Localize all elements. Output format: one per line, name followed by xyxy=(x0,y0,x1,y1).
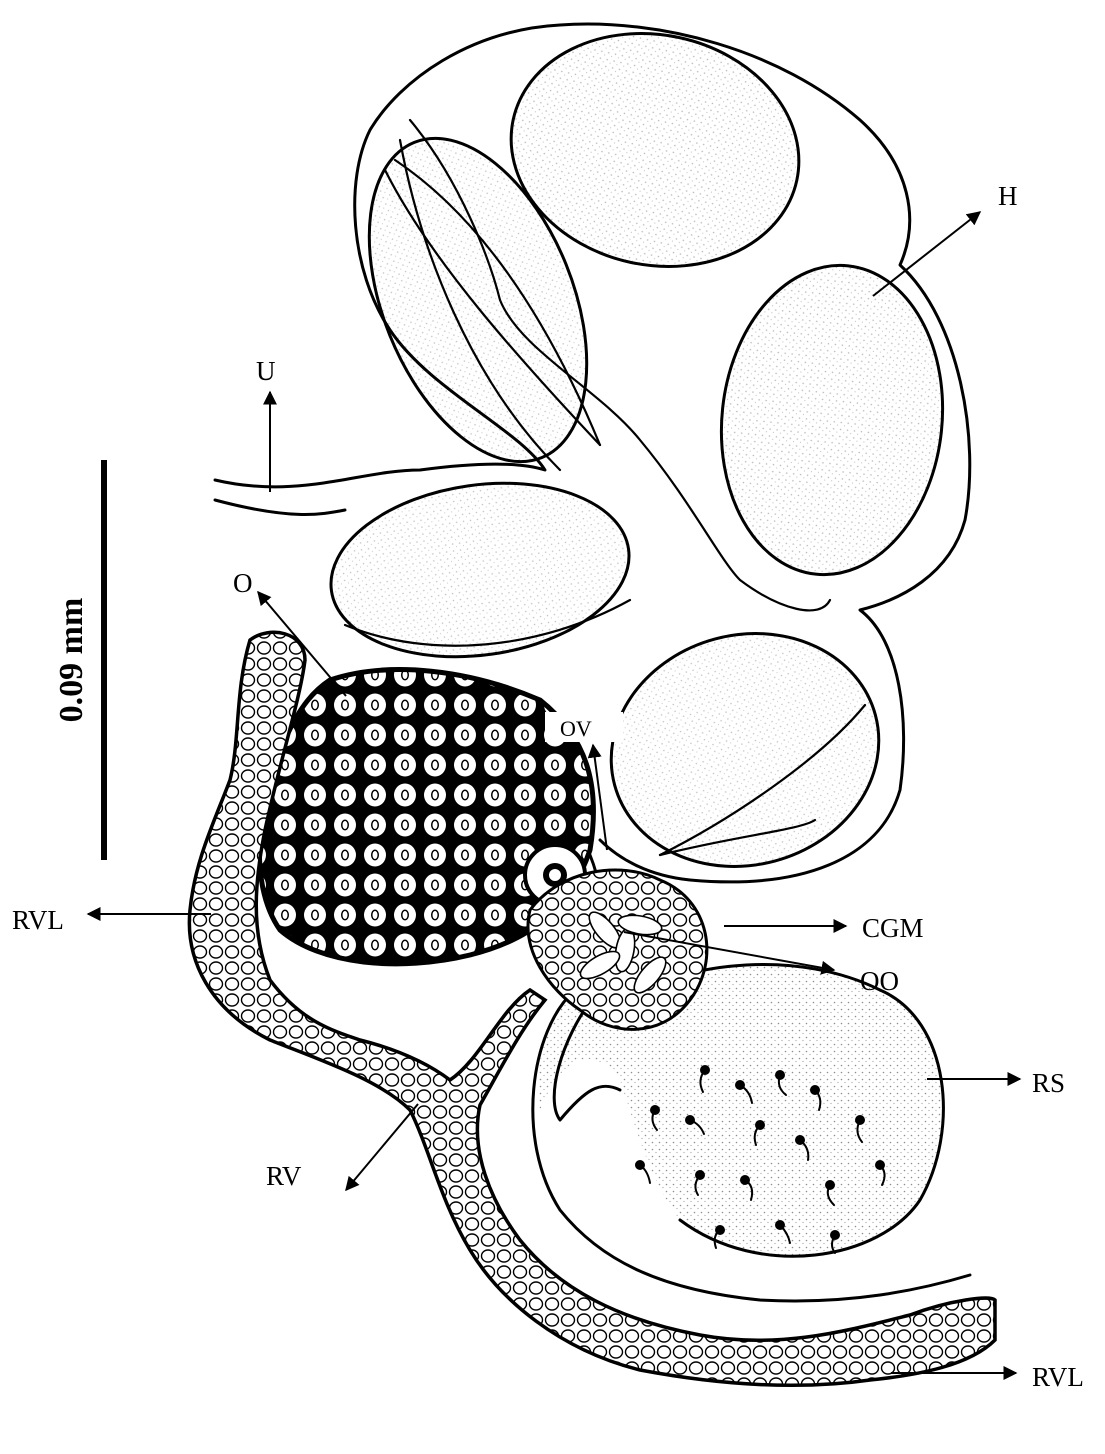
label-U: U xyxy=(256,356,276,386)
egg xyxy=(320,465,641,675)
egg xyxy=(585,604,905,896)
label-RVL-bottom: RVL xyxy=(1032,1362,1084,1392)
arrow-RV xyxy=(346,1104,418,1190)
scale-bar-label: 0.09 mm xyxy=(53,598,90,723)
egg xyxy=(706,254,957,585)
label-RVL-left: RVL xyxy=(12,905,64,935)
label-CGM: CGM xyxy=(862,913,924,943)
label-OV: OV xyxy=(560,716,592,741)
arrow-H xyxy=(873,212,980,296)
label-H: H xyxy=(998,181,1018,211)
label-O: O xyxy=(233,568,253,598)
label-OO: OO xyxy=(860,966,899,996)
label-RV: RV xyxy=(266,1161,302,1191)
label-RS: RS xyxy=(1032,1068,1065,1098)
ootype-mehlis-gland xyxy=(528,870,707,1029)
